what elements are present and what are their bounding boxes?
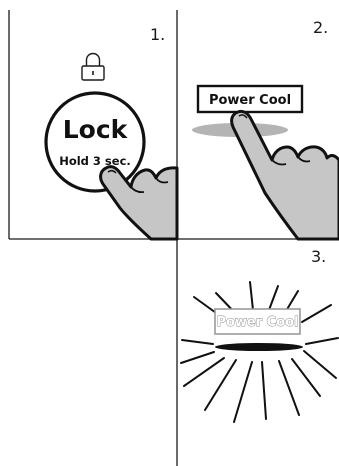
lock-button-label: Lock <box>63 115 129 144</box>
panel-2-number: 2. <box>313 18 328 37</box>
pointing-hand-icon <box>101 167 177 239</box>
padlock-icon <box>82 54 104 81</box>
glow-rays <box>181 282 338 422</box>
panel-1: 1. Lock Hold 3 sec. <box>46 25 177 239</box>
panel-3-number: 3. <box>311 247 326 266</box>
lock-button-sublabel: Hold 3 sec. <box>59 154 131 168</box>
glow-shadow <box>215 343 303 351</box>
power-cool-button-label: Power Cool <box>209 93 291 108</box>
power-cool-button-glowing-label: Power Cool <box>216 315 298 330</box>
panel-3: 3. Power Cool <box>181 247 338 422</box>
panel-2: 2. Power Cool <box>192 18 339 239</box>
panel-1-number: 1. <box>150 25 165 44</box>
